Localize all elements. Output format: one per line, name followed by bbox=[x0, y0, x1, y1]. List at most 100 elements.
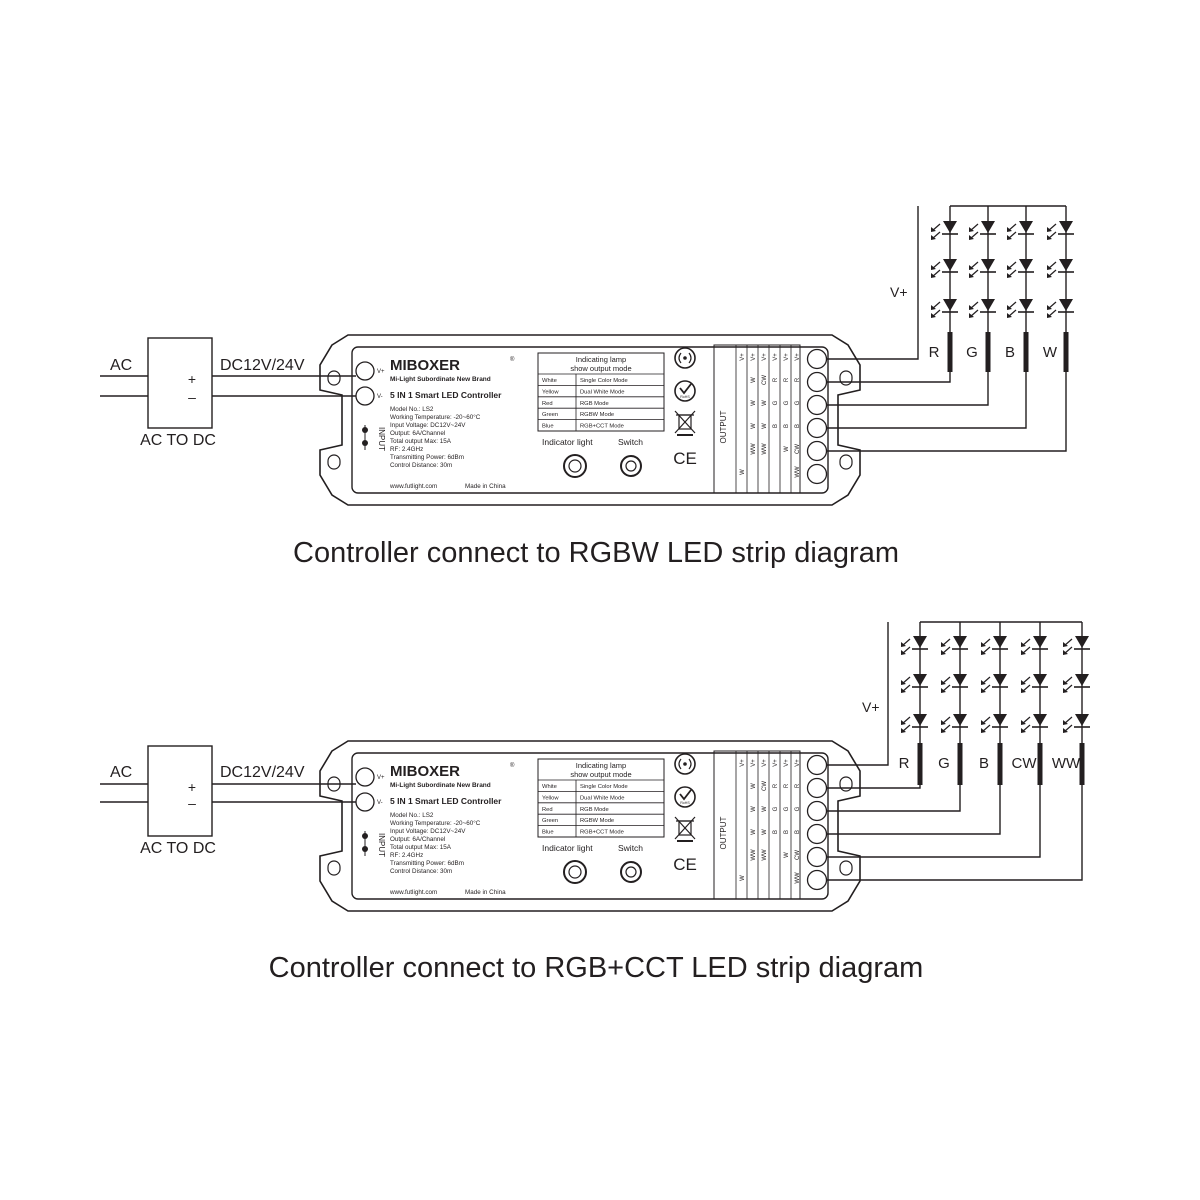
led-ray-head bbox=[969, 235, 974, 240]
led-symbol bbox=[969, 299, 996, 318]
rohs-check bbox=[679, 383, 692, 395]
output-cell: WW bbox=[795, 872, 801, 884]
resistor bbox=[985, 332, 991, 372]
indicator-mode: Dual White Mode bbox=[580, 389, 624, 395]
output-label: OUTPUT bbox=[719, 410, 728, 443]
led-ray-head bbox=[931, 235, 936, 240]
led-ray-head bbox=[941, 650, 946, 655]
product-name: 5 IN 1 Smart LED Controller bbox=[390, 390, 502, 400]
indicator-color: Red bbox=[542, 807, 553, 813]
output-cell: W bbox=[740, 469, 746, 475]
led-symbol bbox=[941, 714, 968, 733]
strip-label-w: W bbox=[1043, 344, 1058, 361]
indicator-color: White bbox=[542, 784, 557, 790]
made-in: Made in China bbox=[465, 889, 506, 896]
input-label: INPUT bbox=[377, 427, 386, 451]
output-cell: G bbox=[795, 400, 801, 405]
spec-line: Transmitting Power: 6dBm bbox=[390, 860, 464, 867]
led-symbol bbox=[1007, 259, 1034, 278]
channel-wire-r bbox=[827, 372, 951, 383]
led-triangle bbox=[953, 714, 967, 726]
led-ray-head bbox=[931, 227, 936, 232]
led-triangle bbox=[993, 674, 1007, 686]
output-table bbox=[713, 344, 801, 494]
led-ray-head bbox=[1021, 728, 1026, 733]
brand-registered: ® bbox=[510, 762, 515, 769]
terminal-vplus bbox=[355, 767, 375, 787]
indicator-light-label: Indicator light bbox=[542, 437, 593, 447]
output-terminal bbox=[806, 846, 828, 868]
terminal-label: V+ bbox=[377, 369, 385, 375]
led-ray-head bbox=[981, 728, 986, 733]
spec-line: RF: 2.4GHz bbox=[390, 446, 423, 453]
led-triangle bbox=[943, 259, 957, 271]
output-cell: WW bbox=[751, 849, 757, 861]
output-cell: V+ bbox=[773, 759, 779, 767]
strip-label-r: R bbox=[929, 344, 940, 361]
output-cell: W bbox=[751, 377, 757, 383]
led-ray-head bbox=[1063, 720, 1068, 725]
rohs-label: RoHS bbox=[680, 801, 690, 805]
output-cell: W bbox=[740, 875, 746, 881]
led-symbol bbox=[931, 259, 958, 278]
led-ray-head bbox=[1063, 688, 1068, 693]
led-ray-head bbox=[901, 720, 906, 725]
output-cell: WW bbox=[795, 466, 801, 478]
output-cell: W bbox=[751, 783, 757, 789]
indicator-color: Yellow bbox=[542, 389, 559, 395]
spec-line: Output: 6A/Channel bbox=[390, 836, 445, 843]
led-triangle bbox=[1059, 299, 1073, 311]
led-ray-head bbox=[1007, 305, 1012, 310]
led-triangle bbox=[1075, 674, 1089, 686]
strip-label-cw: CW bbox=[1012, 755, 1038, 772]
led-triangle bbox=[1075, 636, 1089, 648]
spec-line: Input Voltage: DC12V~24V bbox=[390, 422, 466, 429]
led-triangle bbox=[1033, 636, 1047, 648]
terminal-vminus bbox=[355, 792, 375, 812]
led-ray-head bbox=[1047, 305, 1052, 310]
output-cell: B bbox=[784, 830, 790, 834]
output-cell: W bbox=[762, 423, 768, 429]
output-cell: V+ bbox=[740, 759, 746, 767]
resistor bbox=[1023, 332, 1029, 372]
led-triangle bbox=[953, 674, 967, 686]
output-cell: R bbox=[784, 783, 790, 788]
terminal-vminus bbox=[355, 386, 375, 406]
indicator-title: Indicating lamp bbox=[576, 355, 626, 364]
led-symbol bbox=[981, 714, 1008, 733]
terminal-label: V- bbox=[377, 394, 383, 400]
output-cell: B bbox=[773, 830, 779, 834]
strip-label-ww: WW bbox=[1052, 755, 1081, 772]
led-ray-head bbox=[981, 642, 986, 647]
plus-sign: + bbox=[188, 779, 196, 795]
led-ray-head bbox=[1063, 680, 1068, 685]
spec-line: Model No.: LS2 bbox=[390, 812, 434, 819]
output-cell: V+ bbox=[740, 353, 746, 361]
brand-registered: ® bbox=[510, 356, 515, 363]
led-ray-head bbox=[1007, 313, 1012, 318]
channel-wire-b bbox=[827, 785, 1001, 835]
diagram-caption: Controller connect to RGBW LED strip dia… bbox=[293, 537, 899, 569]
switch-button-inner bbox=[625, 460, 637, 472]
mounting-slot bbox=[327, 860, 341, 876]
led-symbol bbox=[1047, 259, 1074, 278]
wireless-icon bbox=[683, 356, 687, 360]
output-cell: V+ bbox=[795, 759, 801, 767]
led-symbol bbox=[981, 674, 1008, 693]
output-cell: V+ bbox=[751, 353, 757, 361]
led-triangle bbox=[1033, 674, 1047, 686]
output-cell: CW bbox=[795, 850, 801, 860]
led-ray-head bbox=[1021, 650, 1026, 655]
minus-sign: – bbox=[188, 389, 196, 405]
led-ray-head bbox=[1021, 720, 1026, 725]
indicator-mode: Dual White Mode bbox=[580, 795, 624, 801]
output-cell: V+ bbox=[762, 759, 768, 767]
led-ray-head bbox=[969, 265, 974, 270]
led-ray-head bbox=[1047, 235, 1052, 240]
channel-wire-g bbox=[827, 372, 989, 406]
spec-line: Control Distance: 30m bbox=[390, 462, 452, 469]
